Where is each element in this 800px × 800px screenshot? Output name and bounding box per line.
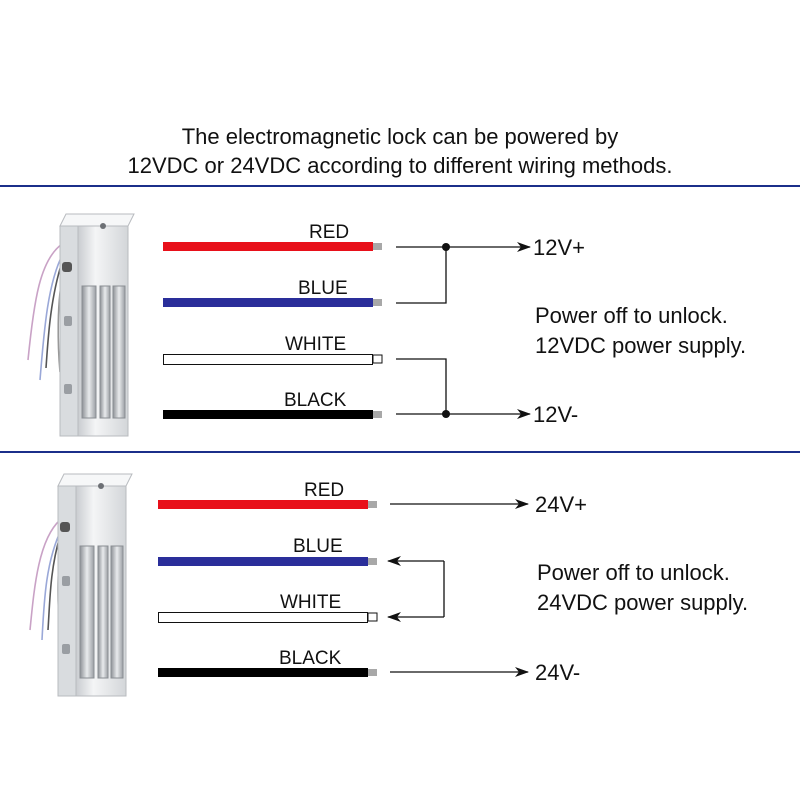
junction-dot-positive-12v [442, 243, 450, 251]
wire-black-12v [163, 410, 382, 419]
wire-black-24v [158, 668, 377, 677]
panel-12v: RED BLUE WHITE BLACK 12V+ 12V- Power off… [27, 213, 746, 437]
magnetic-lock-image [27, 213, 135, 437]
heading-line-1: The electromagnetic lock can be powered … [181, 124, 619, 149]
connection-lines-24v [387, 499, 529, 677]
wire-white-12v [163, 354, 383, 365]
heading-line-2: 12VDC or 24VDC according to different wi… [127, 153, 673, 178]
positive-label-24v: 24V+ [535, 492, 587, 517]
note-line-1-12v: Power off to unlock. [535, 303, 728, 328]
label-red-24v: RED [304, 480, 344, 501]
wire-red-12v [163, 242, 382, 251]
label-red-12v: RED [309, 222, 349, 243]
wire-white-24v [158, 612, 378, 623]
label-blue-12v: BLUE [298, 278, 348, 299]
connection-lines-12v [396, 242, 531, 419]
note-line-1-24v: Power off to unlock. [537, 560, 730, 585]
label-blue-24v: BLUE [293, 536, 343, 557]
label-black-24v: BLACK [279, 648, 342, 669]
panel-24v: RED BLUE WHITE BLACK 24V+ 24V- Power off… [29, 473, 748, 697]
note-line-2-24v: 24VDC power supply. [537, 590, 748, 615]
note-line-2-12v: 12VDC power supply. [535, 333, 746, 358]
label-white-12v: WHITE [285, 334, 346, 355]
positive-label-12v: 12V+ [533, 235, 585, 260]
negative-label-24v: 24V- [535, 660, 580, 685]
wire-red-24v [158, 500, 377, 509]
wire-blue-12v [163, 298, 382, 307]
label-black-12v: BLACK [284, 390, 347, 411]
wire-blue-24v [158, 557, 377, 566]
magnetic-lock-image [29, 473, 133, 697]
label-white-24v: WHITE [280, 592, 341, 613]
negative-label-12v: 12V- [533, 402, 578, 427]
junction-dot-negative-12v [442, 410, 450, 418]
